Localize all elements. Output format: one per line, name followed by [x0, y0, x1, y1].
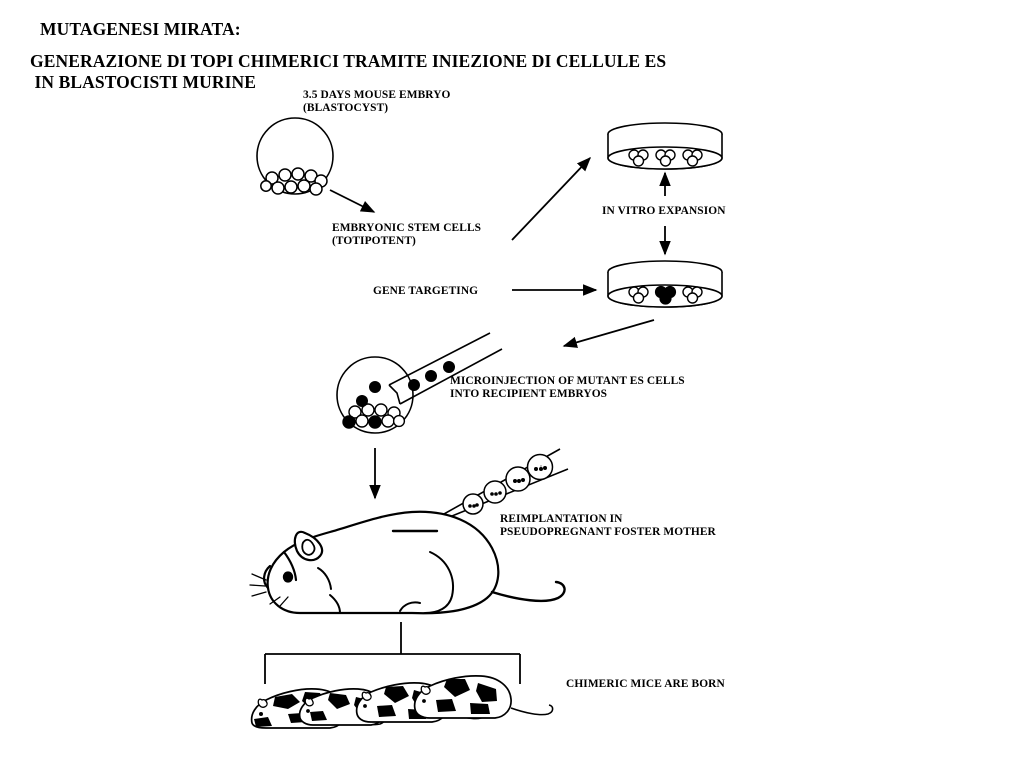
label-reimplantation: REIMPLANTATION IN PSEUDOPREGNANT FOSTER …	[500, 513, 716, 539]
label-in-vitro-expansion: IN VITRO EXPANSION	[602, 205, 726, 217]
label-blastocyst: 3.5 DAYS MOUSE EMBRYO (BLASTOCYST)	[303, 89, 451, 115]
blastocyst-embryo	[256, 117, 334, 196]
page-title: MUTAGENESI MIRATA:	[40, 19, 241, 39]
pipette-cells-in-transit	[408, 361, 455, 391]
mutant-cell-cluster	[654, 285, 677, 305]
pipette-blastocysts	[483, 453, 554, 504]
injection-pipette	[388, 332, 503, 405]
label-embryonic-stem-cells: EMBRYONIC STEM CELLS (TOTIPOTENT)	[332, 222, 482, 248]
arrow-dish2-to-microinjection	[562, 319, 655, 348]
page-subtitle: GENERAZIONE DI TOPI CHIMERICI TRAMITE IN…	[30, 51, 667, 92]
label-gene-targeting: GENE TARGETING	[373, 285, 479, 297]
arrow-escells-to-dish1	[511, 156, 591, 241]
chimeric-mouse	[413, 675, 554, 719]
chimeric-mice-group	[250, 675, 554, 729]
injected-mutant-cells	[356, 381, 381, 407]
label-microinjection: MICROINJECTION OF MUTANT ES CELLS INTO R…	[450, 375, 685, 401]
petri-dish-expanded-cells	[607, 122, 723, 170]
microinjection-embryo	[336, 356, 414, 434]
foster-mother-mouse	[249, 510, 566, 615]
label-chimeric-mice-born: CHIMERIC MICE ARE BORN	[566, 678, 725, 690]
arrow-blastocyst-to-escells	[329, 189, 376, 213]
offspring-bracket	[264, 622, 521, 684]
petri-dish-mutant-clone	[607, 260, 723, 308]
